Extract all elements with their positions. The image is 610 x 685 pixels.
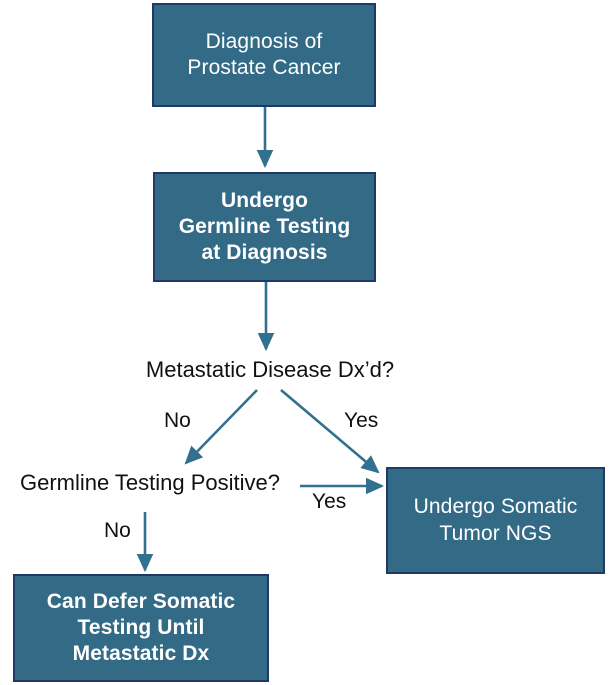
- edge-label-germline-positive-yes: Yes: [312, 490, 347, 513]
- node-can-defer-somatic-testing: Can Defer Somatic Testing Until Metastat…: [13, 574, 269, 682]
- node-undergo-somatic-tumor-ngs: Undergo Somatic Tumor NGS: [386, 467, 605, 574]
- node-undergo-germline-testing: Undergo Germline Testing at Diagnosis: [153, 172, 376, 282]
- edge-label-metastatic-no: No: [164, 409, 191, 432]
- arrow-metastatic-yes: [280, 389, 380, 474]
- node-diagnosis-of-prostate-cancer: Diagnosis of Prostate Cancer: [152, 3, 376, 107]
- decision-metastatic-disease: Metastatic Disease Dx’d?: [145, 357, 395, 382]
- edge-label-germline-positive-no: No: [104, 519, 131, 542]
- edge-label-metastatic-yes: Yes: [344, 409, 379, 432]
- decision-germline-testing-positive: Germline Testing Positive?: [19, 470, 281, 495]
- arrow-metastatic-no: [184, 389, 258, 465]
